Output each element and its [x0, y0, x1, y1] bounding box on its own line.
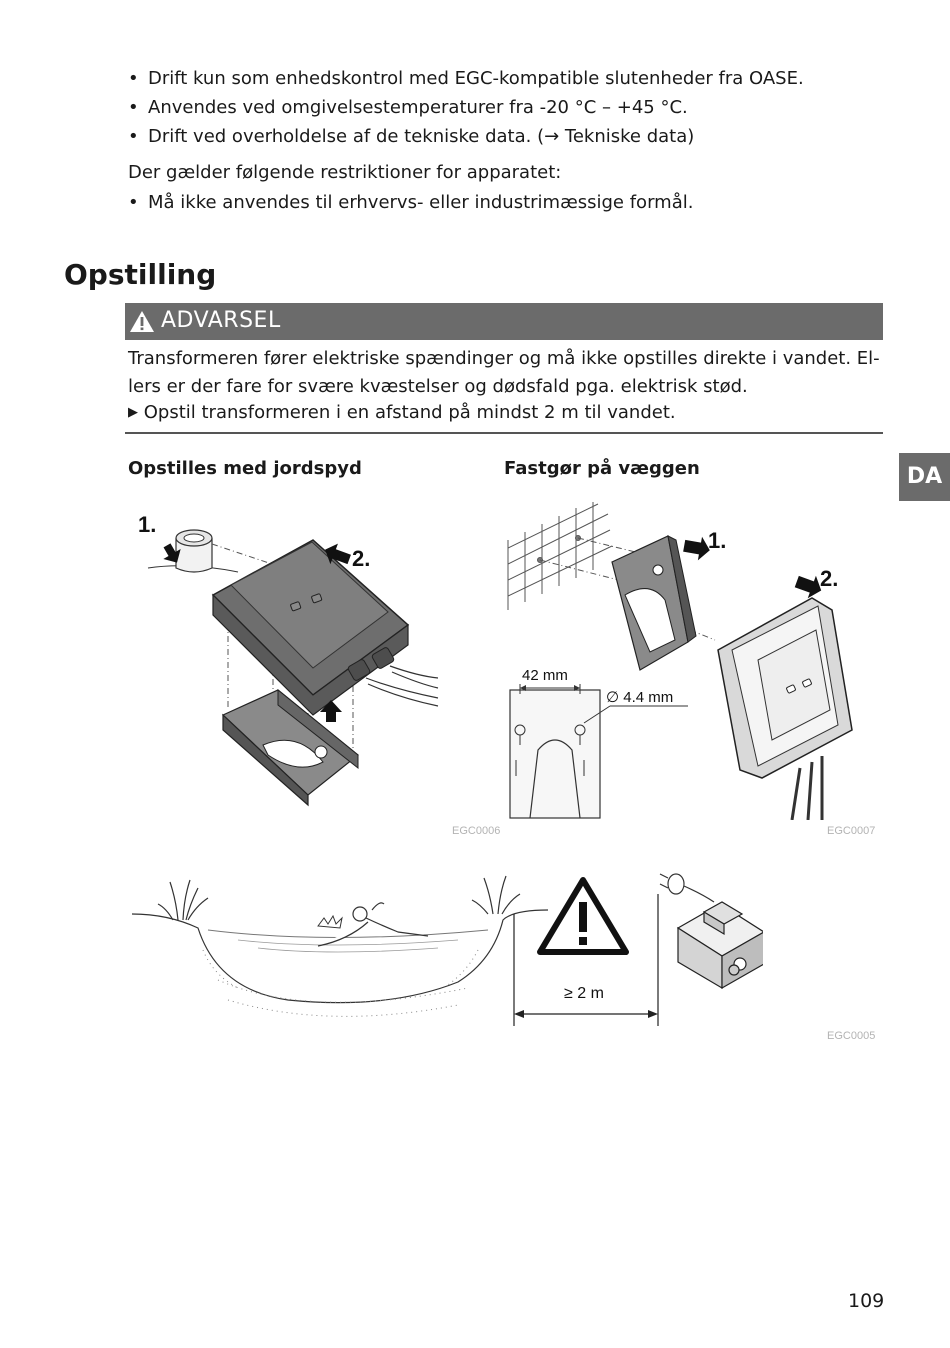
bracket-dimension-drawing: [509, 684, 688, 819]
arrow-up-icon: [320, 700, 342, 722]
figure-id: EGC0005: [827, 1030, 876, 1042]
warning-label: ADVARSEL: [161, 308, 281, 333]
wall-housing-icon: [717, 597, 853, 779]
distance-to-water-figure: ≥ 2 m: [131, 873, 763, 1026]
spike-step-2: 2.: [352, 546, 370, 571]
swimmer-icon: [317, 902, 429, 947]
wall-bracket-icon: [611, 535, 697, 671]
warning-line: lers er der fare for svære kvæstelser og…: [128, 376, 748, 397]
warning-line: Transformeren fører elektriske spændinge…: [128, 348, 880, 369]
restrictions-intro: Der gælder følgende restriktioner for ap…: [128, 162, 562, 183]
page-number: 109: [848, 1290, 885, 1312]
bullet-item: Drift ved overholdelse af de tekniske da…: [128, 122, 888, 151]
distance-label: ≥ 2 m: [564, 985, 604, 1002]
bullet-item: Anvendes ved omgivelsestemperaturer fra …: [128, 93, 888, 122]
step-marker-icon: ▶: [128, 405, 138, 420]
wall-step-1: 1.: [708, 528, 726, 553]
arrow-down-icon: [163, 543, 181, 563]
warning-step: ▶ Opstil transformeren i en afstand på m…: [128, 399, 676, 429]
transformer-icon: [676, 901, 763, 990]
wall-mounting-figure: 1. 2. 42 mm ∅ 4.4 mm: [507, 502, 853, 820]
holder-bracket-icon: [221, 688, 359, 807]
transformer-housing-icon: [211, 539, 410, 716]
wall-heading: Fastgør på væggen: [504, 458, 700, 479]
warning-text: Transformeren fører elektriske spændinge…: [128, 345, 880, 401]
water-lily-icon: [317, 914, 343, 929]
usage-bullet-list: Drift kun som enhedskontrol med EGC-komp…: [128, 64, 888, 151]
warning-header: ADVARSEL: [125, 303, 883, 340]
wall-step-2: 2.: [820, 566, 838, 591]
warning-triangle-icon: [537, 877, 629, 955]
spike-heading: Opstilles med jordspyd: [128, 458, 362, 479]
figure-id: EGC0006: [452, 825, 501, 837]
power-plug-icon: [659, 873, 715, 903]
warning-triangle-icon: [130, 311, 154, 332]
brick-wall-icon: [507, 502, 613, 610]
bullet-item: Drift kun som enhedskontrol med EGC-komp…: [128, 64, 888, 93]
warning-divider: [125, 432, 883, 434]
spike-step-1: 1.: [138, 512, 156, 537]
arrow-push-icon: [794, 575, 822, 599]
spike-mounting-figure: 1. 2.: [138, 512, 439, 807]
bullet-item: Må ikke anvendes til erhvervs- eller ind…: [128, 188, 888, 217]
language-tab: DA: [899, 453, 950, 501]
warning-step-text: Opstil transformeren i en afstand på min…: [143, 402, 676, 423]
section-title: Opstilling: [64, 258, 217, 291]
distance-arrow: [513, 894, 659, 1026]
restrictions-bullet-list: Må ikke anvendes til erhvervs- eller ind…: [128, 188, 888, 217]
dimension-hole-label: ∅ 4.4 mm: [606, 689, 673, 706]
reed-plant-icon: [157, 875, 521, 921]
arrow-push-icon: [683, 536, 710, 561]
figure-id: EGC0007: [827, 825, 876, 837]
ground-spike-icon: [175, 529, 213, 573]
dimension-width-label: 42 mm: [522, 667, 568, 684]
arrow-push-icon: [325, 543, 351, 565]
